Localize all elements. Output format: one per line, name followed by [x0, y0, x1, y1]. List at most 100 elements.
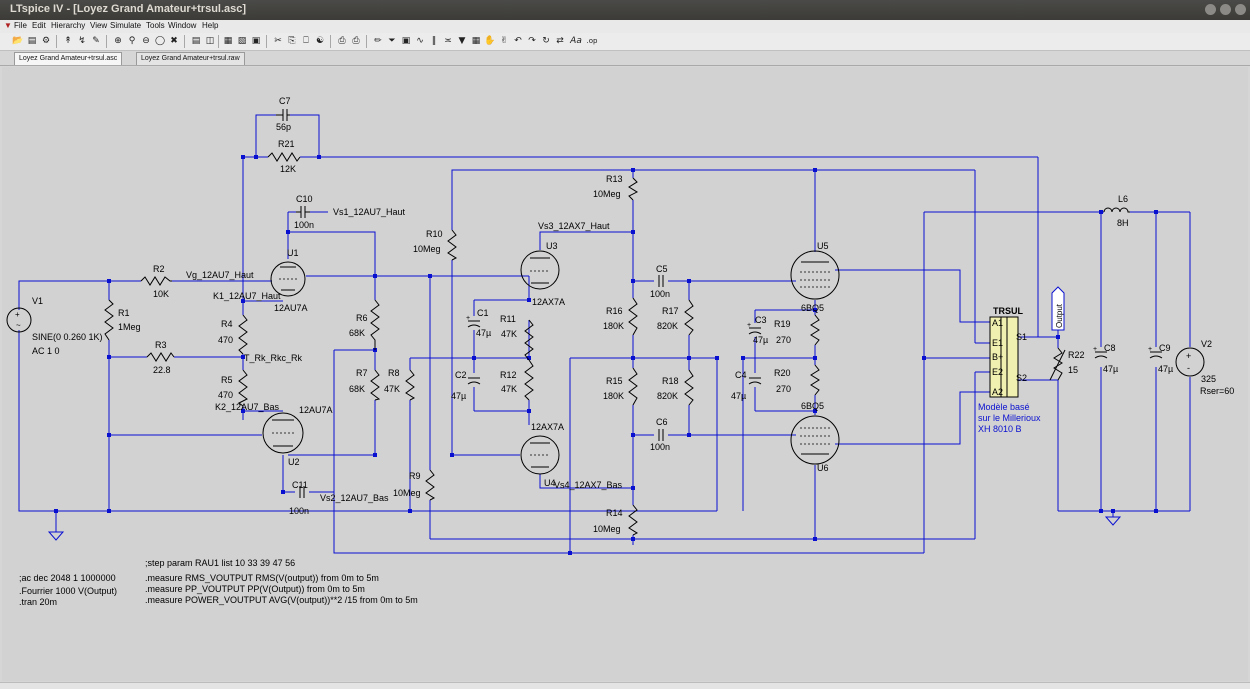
run-icon[interactable]: ↟ [64, 36, 72, 46]
source-v2[interactable]: +- [1175, 347, 1205, 377]
source-v1[interactable]: +~ [6, 307, 32, 333]
maximize-button[interactable] [1220, 4, 1231, 15]
output-net-label[interactable] [1051, 286, 1065, 331]
svg-text:;step param RAU1 list 10 33 3: ;step param RAU1 list 10 33 39 47 56 [145, 558, 295, 568]
menu-bar: ▼ File Edit Hierarchy View Simulate Tool… [0, 20, 1250, 34]
svg-text:XH 8010 B: XH 8010 B [978, 424, 1022, 434]
svg-text:R3: R3 [155, 340, 167, 350]
cascade-icon[interactable]: ▦ [223, 36, 233, 46]
svg-text:Vg_12AU7_Haut: Vg_12AU7_Haut [186, 270, 254, 280]
svg-text:470: 470 [218, 335, 233, 345]
print-icon[interactable]: ⎙ [352, 36, 360, 46]
schematic-canvas[interactable]: +~ [2, 67, 1248, 681]
transformer-trsul[interactable] [989, 316, 1019, 398]
svg-text:R9: R9 [409, 471, 421, 481]
svg-text:R8: R8 [388, 368, 400, 378]
toolbar: 📂 ▤ ⚙ ↟ ↯ ✎ ⊕ ⚲ ⊖ ◯ ✖ ▤ ◫ ▦ ▧ ▣ ✂ ⎘ ⎕ ☯ … [0, 33, 1250, 51]
svg-text:Vs3_12AX7_Haut: Vs3_12AX7_Haut [538, 221, 610, 231]
find-icon[interactable]: ☯ [315, 36, 325, 46]
redo-icon[interactable]: ↷ [528, 36, 536, 46]
zoom-area-icon[interactable]: ⚲ [128, 36, 136, 46]
label-icon[interactable]: ▣ [401, 36, 411, 46]
spice-directives[interactable]: ;step param RAU1 list 10 33 39 47 56 ;ac… [19, 558, 418, 607]
tile-horizontal-icon[interactable]: ▤ [191, 36, 201, 46]
status-bar [0, 682, 1250, 689]
arrange-icon[interactable]: ▧ [237, 36, 247, 46]
capacitor-icon[interactable]: ‖ [431, 36, 437, 46]
undo-icon[interactable]: ↶ [514, 36, 522, 46]
text-icon[interactable]: Aa [570, 36, 582, 46]
open-icon[interactable]: 📂 [12, 36, 24, 46]
svg-text:R20: R20 [774, 368, 791, 378]
zoom-out-icon[interactable]: ⊖ [142, 36, 150, 46]
spice-directive-icon[interactable]: .op [586, 37, 598, 45]
tab-schematic[interactable]: Loyez Grand Amateur+trsul.asc [14, 52, 123, 65]
svg-text:R22: R22 [1068, 350, 1085, 360]
menu-edit[interactable]: Edit [32, 21, 46, 30]
menu-tools[interactable]: Tools [146, 21, 165, 30]
svg-text:TRSUL: TRSUL [993, 306, 1023, 316]
diode-icon[interactable]: ▼ [458, 36, 466, 46]
drag-icon[interactable]: ✌ [500, 36, 508, 46]
svg-text:47µ: 47µ [1103, 364, 1118, 374]
menu-view[interactable]: View [90, 21, 108, 30]
svg-text:+: + [15, 310, 20, 319]
svg-text:sur le Millerioux: sur le Millerioux [978, 413, 1041, 423]
copy-icon[interactable]: ⎘ [288, 36, 296, 46]
svg-text:Rser=60: Rser=60 [1200, 386, 1234, 396]
svg-text:56p: 56p [276, 122, 291, 132]
ground-icon[interactable]: ⏷ [388, 36, 396, 46]
component-icon[interactable]: ▦ [471, 36, 481, 46]
svg-text:R15: R15 [606, 376, 623, 386]
tile-vertical-icon[interactable]: ◫ [205, 36, 215, 46]
zoom-in-icon[interactable]: ⊕ [114, 36, 122, 46]
svg-text:.measure POWER_VOUTPUT AVG(V(o: .measure POWER_VOUTPUT AVG(V(output))**2… [145, 595, 418, 605]
svg-text:68K: 68K [349, 328, 365, 338]
svg-text:6BQ5: 6BQ5 [801, 303, 824, 313]
mirror-icon[interactable]: ⇄ [556, 36, 564, 46]
svg-text:100n: 100n [289, 506, 309, 516]
minimize-button[interactable] [1205, 4, 1216, 15]
svg-text:V1: V1 [32, 296, 43, 306]
svg-text:.tran 20m: .tran 20m [19, 597, 57, 607]
wire-icon[interactable]: ✏ [374, 36, 382, 46]
inductor-icon[interactable]: ≍ [444, 36, 452, 46]
svg-text:R18: R18 [662, 376, 679, 386]
control-panel-icon[interactable]: ⚙ [41, 36, 51, 46]
save-icon[interactable]: ▤ [27, 36, 37, 46]
autorange-icon[interactable]: ✖ [170, 36, 178, 46]
svg-text:R17: R17 [662, 306, 679, 316]
zoom-fit-icon[interactable]: ◯ [154, 36, 166, 46]
halt-icon[interactable]: ↯ [78, 36, 86, 46]
menu-help[interactable]: Help [202, 21, 219, 30]
tab-waveform[interactable]: Loyez Grand Amateur+trsul.raw [136, 52, 245, 65]
svg-text:SINE(0 0.260 1K): SINE(0 0.260 1K) [32, 332, 103, 342]
svg-text:R19: R19 [774, 319, 791, 329]
menu-window[interactable]: Window [168, 21, 197, 30]
menu-file[interactable]: File [14, 21, 27, 30]
drag-probe-icon[interactable]: ✎ [92, 36, 100, 46]
resistor-icon[interactable]: ∿ [416, 36, 424, 46]
close-window-icon[interactable]: ▣ [251, 36, 261, 46]
inductor-l6[interactable] [1103, 207, 1130, 213]
menu-hierarchy[interactable]: Hierarchy [51, 21, 86, 30]
svg-text:180K: 180K [603, 391, 624, 401]
rotate-icon[interactable]: ↻ [542, 36, 550, 46]
menu-simulate[interactable]: Simulate [110, 21, 142, 30]
svg-text:C7: C7 [279, 96, 291, 106]
svg-text:R11: R11 [500, 314, 516, 324]
paste-icon[interactable]: ⎕ [303, 36, 309, 46]
svg-text:R2: R2 [153, 264, 165, 274]
svg-text:R16: R16 [606, 306, 623, 316]
app-menu-icon[interactable]: ▼ [4, 21, 12, 30]
move-icon[interactable]: ✋ [484, 36, 496, 46]
svg-text:+: + [747, 322, 751, 329]
svg-text:820K: 820K [657, 391, 678, 401]
cut-icon[interactable]: ✂ [274, 36, 282, 46]
close-button[interactable] [1235, 4, 1246, 15]
svg-text:47µ: 47µ [753, 335, 768, 345]
svg-text:8H: 8H [1117, 218, 1129, 228]
print-setup-icon[interactable]: ⎙ [338, 36, 346, 46]
svg-text:R7: R7 [356, 368, 368, 378]
svg-text:Vs1_12AU7_Haut: Vs1_12AU7_Haut [333, 207, 406, 217]
